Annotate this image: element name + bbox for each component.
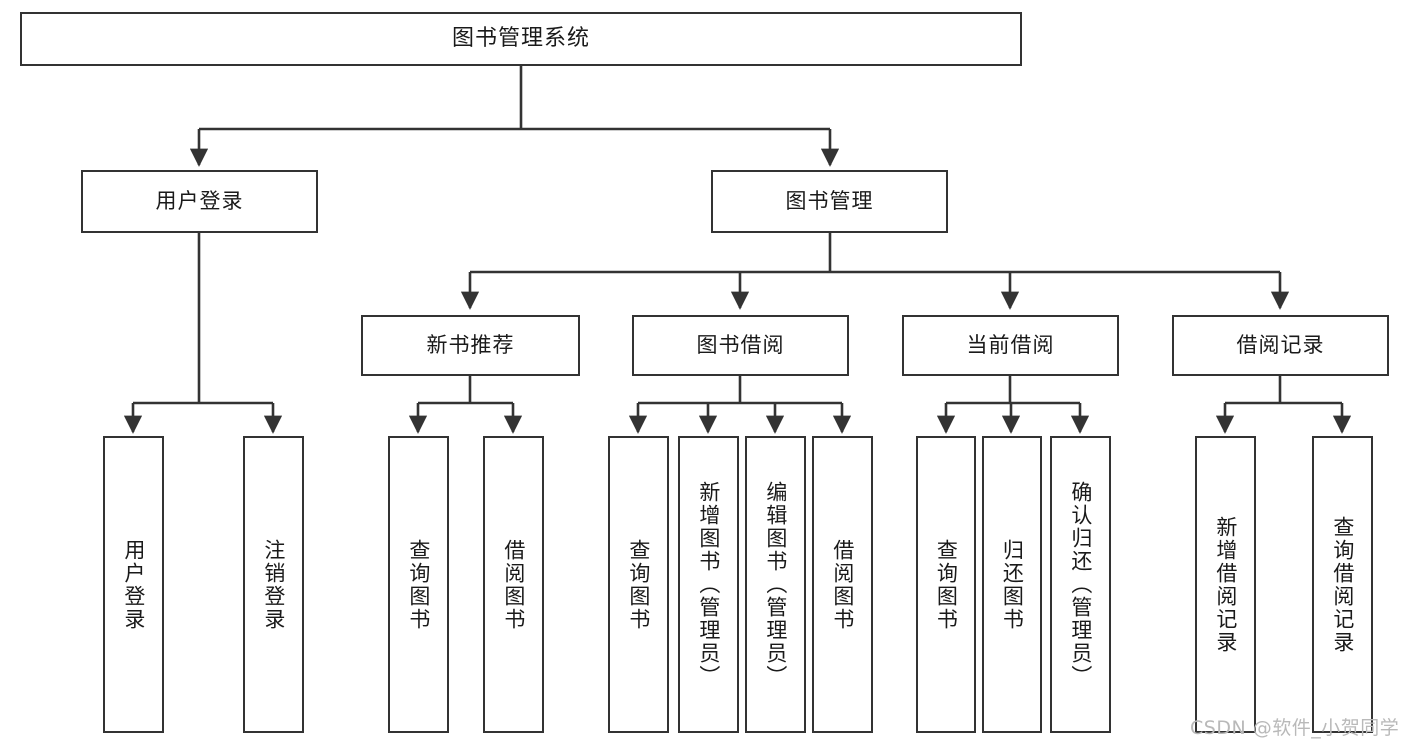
node-borrow-record-label: 借阅记录 <box>1236 333 1325 358</box>
node-leaf-user-login-label: 用户登录 <box>121 538 146 631</box>
node-leaf-user-logout-label: 注销登录 <box>261 538 286 631</box>
node-leaf-edit-book[interactable]: 编辑图书（管理员） <box>745 436 806 733</box>
node-leaf-user-logout[interactable]: 注销登录 <box>243 436 304 733</box>
node-book-manage-label: 图书管理 <box>785 189 874 214</box>
node-leaf-query-borrow-record-label: 查询借阅记录 <box>1330 515 1355 654</box>
node-leaf-add-book[interactable]: 新增图书（管理员） <box>678 436 739 733</box>
node-root[interactable]: 图书管理系统 <box>20 12 1022 66</box>
node-leaf-borrow-book-2[interactable]: 借阅图书 <box>812 436 873 733</box>
node-leaf-borrow-book-1[interactable]: 借阅图书 <box>483 436 544 733</box>
node-leaf-confirm-return[interactable]: 确认归还（管理员） <box>1050 436 1111 733</box>
node-leaf-return-book-label: 归还图书 <box>1000 538 1025 631</box>
node-current-borrow[interactable]: 当前借阅 <box>902 315 1119 376</box>
node-book-borrow-label: 图书借阅 <box>696 333 785 358</box>
node-root-label: 图书管理系统 <box>451 26 590 52</box>
node-leaf-query-book-2-label: 查询图书 <box>626 538 651 631</box>
node-user-login[interactable]: 用户登录 <box>81 170 318 233</box>
node-leaf-query-book-2[interactable]: 查询图书 <box>608 436 669 733</box>
node-current-borrow-label: 当前借阅 <box>966 333 1055 358</box>
node-leaf-borrow-book-2-label: 借阅图书 <box>830 538 855 631</box>
node-leaf-return-book[interactable]: 归还图书 <box>982 436 1042 733</box>
node-leaf-query-book-1-label: 查询图书 <box>406 538 431 631</box>
node-leaf-edit-book-label: 编辑图书（管理员） <box>763 481 788 688</box>
node-leaf-query-borrow-record[interactable]: 查询借阅记录 <box>1312 436 1373 733</box>
node-user-login-label: 用户登录 <box>155 189 244 214</box>
node-leaf-query-book-1[interactable]: 查询图书 <box>388 436 449 733</box>
csdn-watermark: CSDN @软件_小贺同学 <box>1190 717 1400 739</box>
node-book-borrow[interactable]: 图书借阅 <box>632 315 849 376</box>
node-leaf-borrow-book-1-label: 借阅图书 <box>501 538 526 631</box>
node-leaf-query-book-3[interactable]: 查询图书 <box>916 436 976 733</box>
node-new-book-recommend-label: 新书推荐 <box>426 333 515 358</box>
node-leaf-add-borrow-record-label: 新增借阅记录 <box>1213 515 1238 654</box>
node-leaf-user-login[interactable]: 用户登录 <box>103 436 164 733</box>
node-borrow-record[interactable]: 借阅记录 <box>1172 315 1389 376</box>
node-leaf-confirm-return-label: 确认归还（管理员） <box>1068 481 1093 688</box>
node-leaf-query-book-3-label: 查询图书 <box>934 538 959 631</box>
node-book-manage[interactable]: 图书管理 <box>711 170 948 233</box>
node-leaf-add-borrow-record[interactable]: 新增借阅记录 <box>1195 436 1256 733</box>
node-leaf-add-book-label: 新增图书（管理员） <box>696 481 721 688</box>
node-new-book-recommend[interactable]: 新书推荐 <box>361 315 580 376</box>
